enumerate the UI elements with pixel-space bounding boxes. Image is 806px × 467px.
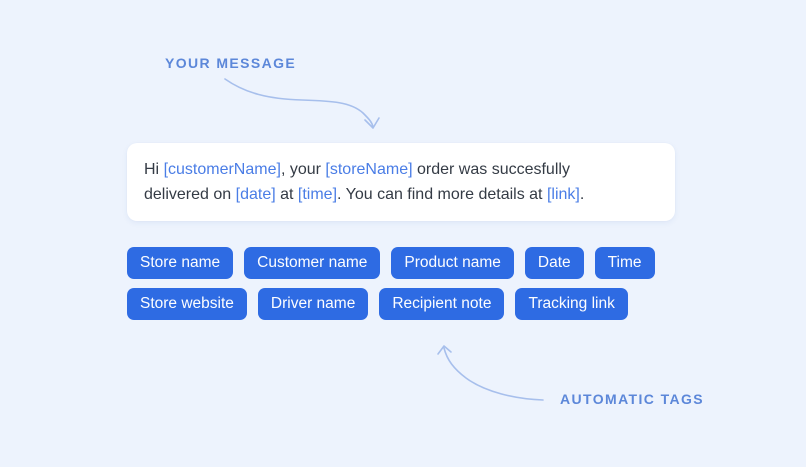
message-token: [date] xyxy=(235,186,276,203)
message-text-segment: . xyxy=(579,186,585,203)
message-text-segment: order was succesfully delivered on xyxy=(144,161,570,203)
message-text: Hi [customerName], your [storeName] orde… xyxy=(144,157,658,207)
tag-button[interactable]: Recipient note xyxy=(379,288,505,320)
message-token: [customerName] xyxy=(163,161,281,178)
tag-button[interactable]: Driver name xyxy=(257,288,369,320)
message-text-segment: . You can find more details at xyxy=(337,186,547,203)
curved-arrow-up-icon xyxy=(437,345,544,401)
message-text-segment: Hi xyxy=(144,161,164,178)
curved-arrow-down-icon xyxy=(224,78,380,129)
your-message-label: YOUR MESSAGE xyxy=(165,55,297,71)
tag-button[interactable]: Time xyxy=(594,247,655,279)
message-text-segment: , your xyxy=(280,161,326,178)
tag-button[interactable]: Store website xyxy=(127,288,247,320)
automatic-tags-label: AUTOMATIC TAGS xyxy=(560,391,705,407)
message-token: [link] xyxy=(546,186,580,203)
tag-button[interactable]: Store name xyxy=(127,247,234,279)
message-preview[interactable]: Hi [customerName], your [storeName] orde… xyxy=(127,143,675,221)
tag-button[interactable]: Date xyxy=(524,247,584,279)
tag-button[interactable]: Product name xyxy=(391,247,514,279)
message-text-segment: at xyxy=(275,186,298,203)
message-token: [time] xyxy=(297,186,338,203)
message-token: [storeName] xyxy=(325,161,413,178)
tag-button[interactable]: Customer name xyxy=(244,247,381,279)
tag-button[interactable]: Tracking link xyxy=(515,288,628,320)
